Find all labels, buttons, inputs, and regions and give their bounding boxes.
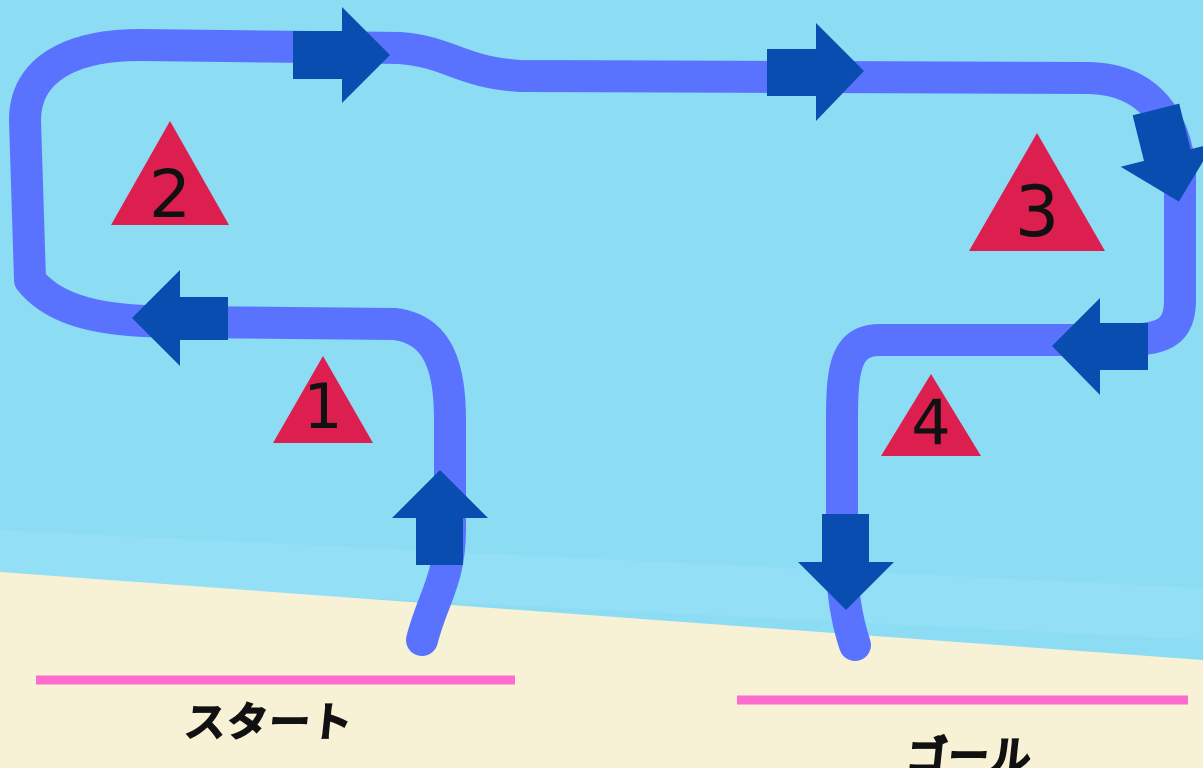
arrow-down-icon (798, 514, 894, 610)
buoy-triangle-icon (273, 356, 373, 443)
arrow-left-icon (1052, 298, 1148, 395)
buoy-number-1: 1 (303, 370, 342, 443)
buoy-number-2: 2 (149, 156, 191, 233)
goal-label: ゴール (903, 733, 1036, 768)
course-line (9, 29, 1196, 661)
start-label: スタート (182, 699, 357, 747)
water-band (0, 530, 1203, 640)
arrow-right-icon (767, 23, 864, 121)
arrow-right-icon (293, 7, 390, 103)
buoy-number-4: 4 (911, 386, 950, 459)
sand-area (0, 572, 1203, 768)
buoy-triangle-icon (881, 374, 981, 456)
arrow-left-icon (132, 270, 228, 366)
arrow-up-icon (392, 470, 488, 565)
buoy-triangle-icon (111, 121, 229, 225)
buoy-number-3: 3 (1015, 171, 1060, 253)
arrow-down-icon (1120, 103, 1203, 202)
buoy-triangle-icon (969, 133, 1105, 251)
